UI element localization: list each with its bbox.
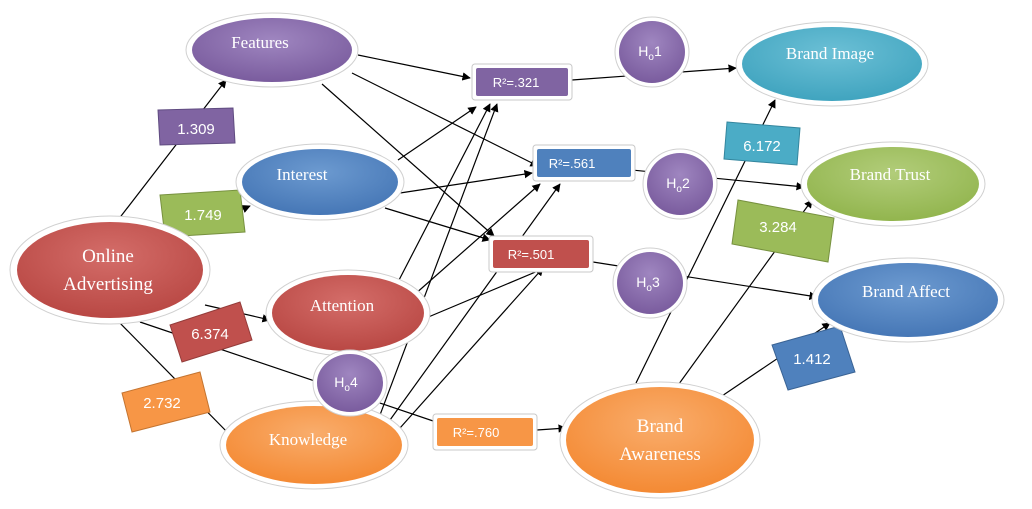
hypothesis-h1: Ho1 bbox=[614, 16, 690, 88]
coefficient-label: 2.732 bbox=[143, 395, 181, 412]
coefficient-label: 6.374 bbox=[191, 326, 229, 343]
hypothesis-h2: Ho2 bbox=[642, 148, 718, 220]
edge-online-knowledge bbox=[114, 317, 233, 438]
hypothesis-h3: Ho3 bbox=[612, 247, 688, 319]
r-squared-label: R²=.321 bbox=[493, 75, 540, 90]
node-label: Knowledge bbox=[269, 430, 347, 449]
r-squared-box-1: R²=.321 bbox=[471, 63, 573, 101]
edge-interest-r1 bbox=[397, 106, 477, 161]
node-online-advertising: Online Advertising bbox=[9, 215, 211, 325]
r-squared-box-4: R²=.760 bbox=[432, 413, 538, 451]
edge-features-r3 bbox=[321, 83, 495, 237]
r-squared-box-2: R²=.561 bbox=[532, 144, 636, 182]
coefficient-label: 1.412 bbox=[793, 351, 831, 368]
edge-knowledge-r2 bbox=[389, 183, 561, 421]
edge-attention-r2 bbox=[413, 183, 541, 296]
edge-knowledge-r1 bbox=[379, 103, 499, 416]
coefficient-label: 3.284 bbox=[759, 219, 797, 236]
node-label-line1: Online bbox=[82, 246, 134, 267]
node-label: Attention bbox=[310, 296, 375, 315]
coefficient-c1: 1.309 bbox=[157, 107, 236, 146]
node-interest: Interest bbox=[235, 143, 405, 221]
coefficient-c6: 3.284 bbox=[731, 199, 835, 263]
edge-attention-r1 bbox=[397, 103, 491, 283]
hypothesis-label: Ho4 bbox=[334, 374, 358, 394]
edge-features-r2 bbox=[351, 72, 539, 167]
node-label: Brand Affect bbox=[862, 282, 950, 301]
coefficient-c4: 2.732 bbox=[121, 371, 211, 433]
node-label: Features bbox=[231, 33, 289, 52]
coefficient-c2: 1.749 bbox=[159, 189, 246, 238]
node-brand-image: Brand Image bbox=[735, 21, 929, 107]
edge-online-features bbox=[117, 79, 227, 221]
edge-attention-r3 bbox=[425, 267, 546, 319]
node-label-line2: Advertising bbox=[63, 274, 153, 295]
node-features: Features bbox=[185, 12, 359, 88]
r-squared-label: R²=.760 bbox=[453, 425, 500, 440]
hypothesis-h4: Ho4 bbox=[312, 349, 388, 417]
coefficient-label: 6.172 bbox=[743, 138, 781, 155]
edge-features-r1 bbox=[357, 54, 471, 81]
edge-interest-r2 bbox=[399, 169, 533, 194]
hypothesis-label: Ho2 bbox=[666, 175, 690, 195]
r-squared-box-3: R²=.501 bbox=[488, 235, 594, 273]
node-label-line1: Brand bbox=[637, 416, 684, 437]
edge-knowledge-r3 bbox=[399, 267, 544, 429]
node-knowledge: Knowledge bbox=[219, 400, 409, 490]
node-label-line2: Awareness bbox=[619, 444, 701, 465]
coefficient-label: 1.749 bbox=[184, 207, 222, 224]
coefficient-c5: 6.172 bbox=[723, 121, 801, 166]
node-brand-awareness: Brand Awareness bbox=[559, 381, 761, 499]
hypothesis-label: Ho1 bbox=[638, 43, 662, 63]
node-label: Interest bbox=[277, 165, 328, 184]
node-brand-trust: Brand Trust bbox=[800, 141, 986, 227]
coefficient-label: 1.309 bbox=[177, 121, 215, 138]
r-squared-label: R²=.561 bbox=[549, 156, 596, 171]
edge-interest-r3 bbox=[384, 207, 491, 242]
hypothesis-label: Ho3 bbox=[636, 274, 660, 294]
edge-r4-brand-awareness bbox=[536, 424, 567, 433]
node-brand-affect: Brand Affect bbox=[811, 257, 1005, 343]
coefficient-c3: 6.374 bbox=[169, 301, 253, 363]
r-squared-label: R²=.501 bbox=[508, 247, 555, 262]
node-label: Brand Image bbox=[786, 44, 874, 63]
coefficient-c7: 1.412 bbox=[771, 325, 856, 391]
node-label: Brand Trust bbox=[850, 165, 931, 184]
node-attention: Attention bbox=[265, 269, 431, 357]
